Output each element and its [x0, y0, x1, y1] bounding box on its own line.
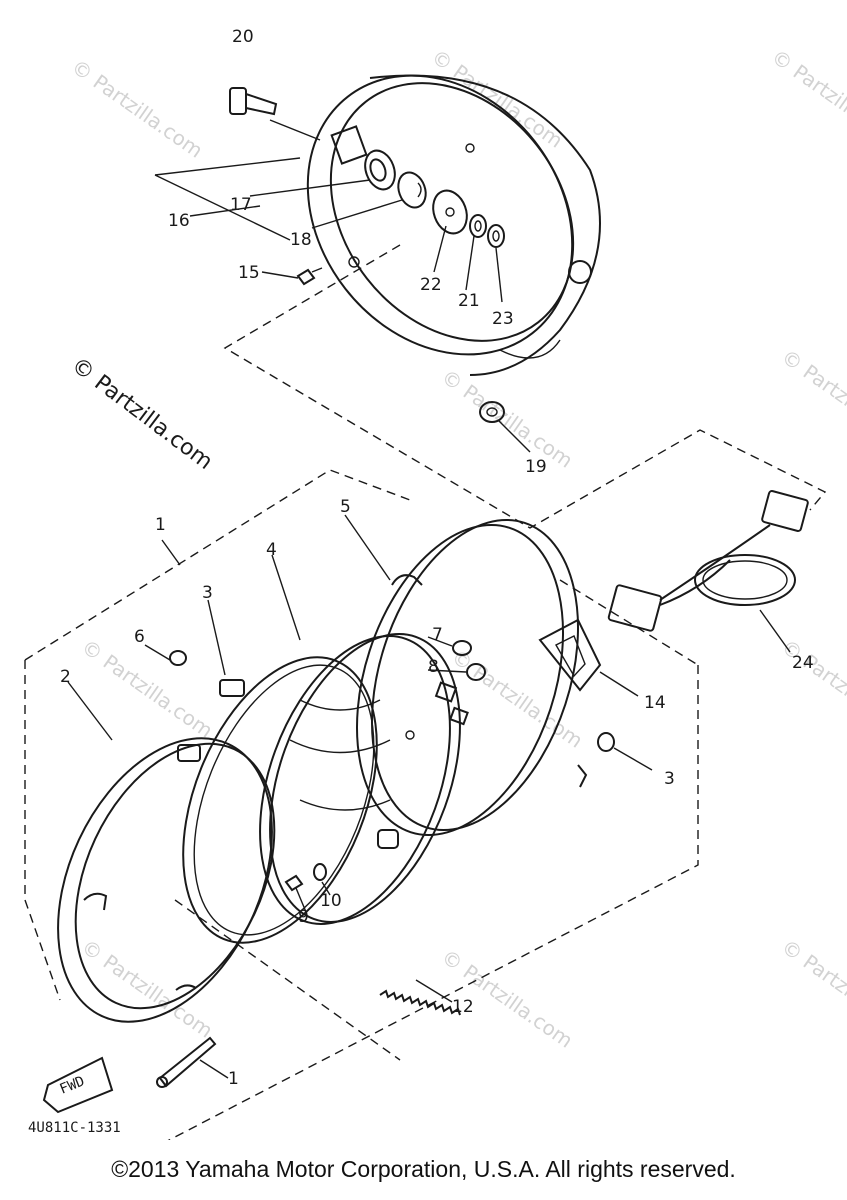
callout-labels: 20 17 16 18 15 22 21 23 19 1 5 4 3 6 2 7… — [60, 27, 814, 1089]
callout-10: 10 — [320, 891, 342, 911]
callout-3-left: 3 — [202, 583, 213, 603]
part-19-grommet — [479, 401, 505, 423]
part-15-screw — [296, 267, 323, 286]
callout-12: 12 — [452, 997, 474, 1017]
copyright-notice: ©2013 Yamaha Motor Corporation, U.S.A. A… — [111, 1156, 736, 1182]
part-4-lens-unit — [259, 633, 461, 925]
callout-23: 23 — [492, 309, 514, 329]
callout-1-screw: 1 — [228, 1069, 239, 1089]
diagram-code: 4U811C-1331 — [28, 1120, 121, 1136]
callout-1-assembly: 1 — [155, 515, 166, 535]
callout-9: 9 — [298, 907, 309, 927]
parts-16-18 — [364, 149, 468, 235]
watermark-faint: © Partzilla.com — [67, 54, 207, 162]
watermark-faint: © Partzilla.com — [777, 344, 847, 452]
parts-3-6-screws — [169, 650, 615, 788]
assembly-dashed-lines — [24, 244, 827, 1140]
watermark-faint: © Partzilla.com — [767, 44, 847, 152]
watermark-faint: © Partzilla.com — [427, 44, 567, 152]
callout-17: 17 — [230, 195, 252, 215]
callout-18: 18 — [290, 230, 312, 250]
callout-3-right: 3 — [664, 769, 675, 789]
callout-15: 15 — [238, 263, 260, 283]
callout-14: 14 — [644, 693, 666, 713]
parts-7-8 — [452, 640, 486, 681]
part-5-housing — [356, 519, 579, 836]
watermark-faint: © Partzilla.com — [437, 364, 577, 472]
callout-2: 2 — [60, 667, 71, 687]
part-2-rim — [57, 737, 276, 1023]
callout-21: 21 — [458, 291, 480, 311]
callout-5: 5 — [340, 497, 351, 517]
watermark-faint: © Partzilla.com — [777, 934, 847, 1042]
watermark-faint: © Partzilla.com — [77, 634, 217, 742]
leader-lines-bottom — [67, 514, 791, 1079]
watermark-faint: © Partzilla.com — [777, 634, 847, 742]
headlight-exploded-diagram: © Partzilla.com © Partzilla.com © Partzi… — [24, 27, 847, 1140]
callout-6: 6 — [134, 627, 145, 647]
parts-9-10 — [284, 863, 327, 892]
callout-4: 4 — [266, 540, 277, 560]
callout-20: 20 — [232, 27, 254, 47]
callout-24: 24 — [792, 653, 814, 673]
part-20-bolt — [229, 87, 321, 141]
headlight-case — [306, 74, 601, 376]
callout-19: 19 — [525, 457, 547, 477]
callout-8: 8 — [428, 657, 439, 677]
callout-7: 7 — [432, 625, 443, 645]
part-1-screw — [156, 1036, 217, 1088]
parts-21-23 — [469, 214, 505, 248]
callout-22: 22 — [420, 275, 442, 295]
part-3-ring — [182, 656, 378, 944]
leader-lines-top — [154, 157, 531, 453]
part-24-harness — [607, 490, 809, 632]
part-12-spring — [379, 989, 461, 1016]
watermark-main: © Partzilla.com — [66, 353, 217, 475]
fwd-arrow-icon: FWD — [42, 1056, 114, 1114]
callout-16: 16 — [168, 211, 190, 231]
part-14 — [538, 618, 602, 692]
